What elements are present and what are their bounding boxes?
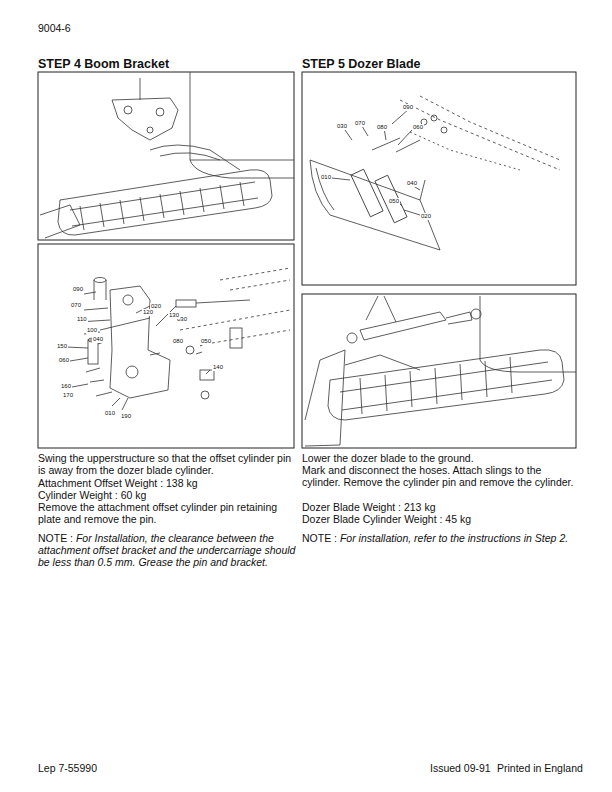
body-text: 9004-6 [38, 22, 71, 34]
body-text: Issued 09-91 [430, 762, 491, 774]
callout-number: 190 [120, 413, 132, 420]
callout-number: 090 [72, 286, 84, 293]
callout-number: 080 [376, 124, 388, 131]
figure-frame [302, 72, 576, 285]
callout-number: 050 [388, 198, 400, 205]
boom-bracket-view [40, 72, 294, 238]
note-block: NOTE : For Installation, the clearance b… [38, 532, 296, 568]
callout-number: 040 [92, 336, 104, 343]
callout-number: 170 [62, 392, 74, 399]
callout-number: 160 [60, 383, 72, 390]
callout-number: 070 [70, 302, 82, 309]
callout-number: 130 [168, 312, 180, 319]
callout-number: 150 [56, 343, 68, 350]
dozer-cylinder-removal [305, 296, 576, 446]
figure-frame [302, 294, 576, 448]
callout-number: 080 [172, 338, 184, 345]
dozer-blade-exploded [310, 96, 560, 250]
body-text: Swing the upperstructure so that the off… [38, 452, 296, 476]
body-text: Lower the dozer blade to the ground. [302, 452, 576, 464]
callout-number: 090 [402, 104, 414, 111]
callout-number: 100 [86, 327, 98, 334]
note-label: NOTE : [38, 532, 73, 544]
body-text: Printed in England [497, 762, 583, 774]
callout-number: 110 [76, 316, 88, 323]
note-text: For Installation, the clearance between … [38, 532, 295, 568]
callout-number: 030 [336, 123, 348, 130]
note-label: NOTE : [302, 532, 337, 544]
body-text: Dozer Blade Weight : 213 kg [302, 501, 576, 513]
callout-number: 040 [406, 180, 418, 187]
body-text: Dozer Blade Cylinder Weight : 45 kg [302, 513, 576, 525]
boom-bracket-exploded [66, 268, 290, 410]
callout-number: 050 [200, 338, 212, 345]
body-text: Mark and disconnect the hoses. Attach sl… [302, 464, 576, 488]
callout-number: 070 [354, 120, 366, 127]
callout-number: 020 [420, 213, 432, 220]
step-heading: STEP 4 Boom Bracket [38, 58, 169, 70]
callout-number: 120 [142, 309, 154, 316]
callout-number: 060 [58, 357, 70, 364]
callout-number: 060 [412, 124, 424, 131]
callout-number: 140 [212, 364, 224, 371]
callout-number: 010 [320, 174, 332, 181]
callout-number: 010 [104, 410, 116, 417]
body-text: Cylinder Weight : 60 kg [38, 489, 296, 501]
body-text: Attachment Offset Weight : 138 kg [38, 477, 296, 489]
body-text: Remove the attachment offset cylinder pi… [38, 501, 296, 525]
figure-frame [38, 72, 294, 240]
figure-frame [38, 244, 294, 448]
note-text: For installation, refer to the instructi… [340, 532, 568, 544]
note-block: NOTE : For installation, refer to the in… [302, 532, 576, 544]
step-heading: STEP 5 Dozer Blade [302, 58, 421, 70]
body-text: Lep 7-55990 [38, 762, 97, 774]
